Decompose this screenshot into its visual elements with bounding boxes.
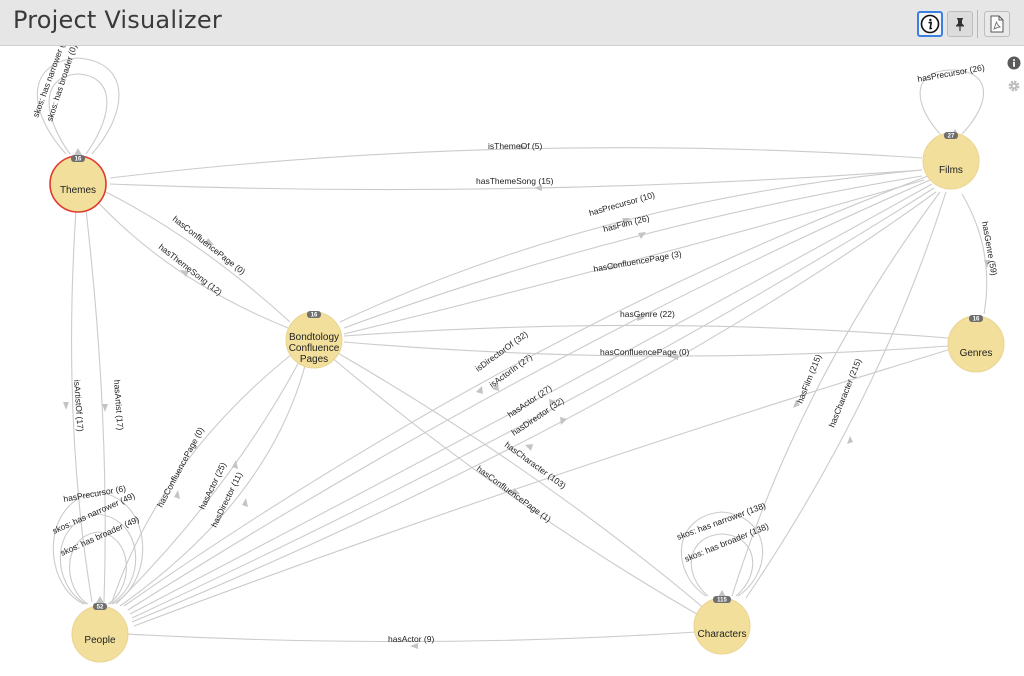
edge-label-people-confluence: hasConfluencePage (0) (155, 425, 206, 509)
edge-films-genre[interactable] (961, 193, 988, 315)
edge-label-films-character: hasCharacter (215) (827, 357, 864, 429)
info-button[interactable] (917, 11, 943, 37)
node-people-count: 52 (97, 605, 104, 611)
gear-icon (1008, 80, 1020, 92)
edge-themes-narrower[interactable] (36, 57, 120, 155)
node-characters-count: 115 (717, 598, 727, 604)
edge-label-chars-actor: hasActor (9) (388, 634, 434, 644)
info-circle-icon (920, 14, 940, 34)
edge-bond-film[interactable] (343, 175, 923, 329)
node-bondtology-label3: Pages (300, 354, 328, 365)
edge-label-bond-film: hasFilm (26) (602, 213, 650, 234)
edge-hasArtist[interactable] (85, 209, 106, 603)
node-genres-label: Genres (960, 348, 993, 359)
node-bondtology-label2: Confluence (289, 343, 340, 354)
edge-label-isThemeOf: isThemeOf (5) (488, 141, 542, 151)
edge-label-isArtistOf: isArtistOf (17) (72, 379, 86, 432)
edge-hasThemeSong-15[interactable] (109, 169, 923, 191)
node-characters[interactable]: 115 Characters (693, 596, 751, 655)
node-bondtology-count: 16 (311, 313, 318, 319)
edge-people-precursor[interactable] (52, 491, 144, 605)
edge-label-bond-character: hasCharacter (103) (503, 440, 568, 491)
edge-chars-actor[interactable] (125, 631, 697, 643)
edge-label-chars-film: hasFilm (215) (795, 353, 824, 405)
edge-bond-director[interactable] (119, 361, 307, 607)
toolbar-separator (977, 10, 978, 38)
edge-characters-confluence[interactable] (329, 355, 701, 617)
edge-label-hasArtist: hasArtist (17) (112, 379, 126, 430)
edge-label-films-precursor: hasPrecursor (26) (917, 62, 986, 84)
node-genres[interactable]: 16 Genres (947, 315, 1005, 373)
edge-themes-broader[interactable] (48, 73, 108, 155)
edge-themes-confluence[interactable] (105, 191, 291, 323)
edge-films-character[interactable] (745, 191, 947, 599)
edge-genres-people[interactable] (133, 349, 949, 627)
export-pdf-button[interactable] (984, 11, 1010, 37)
edge-isActorIn[interactable] (127, 179, 931, 611)
edge-people-broader[interactable] (69, 531, 127, 605)
edge-isArtistOf[interactable] (71, 209, 93, 603)
edge-bond-genre[interactable] (343, 324, 949, 339)
edge-label-bond-genre: hasGenre (22) (620, 309, 675, 319)
edge-bond-precursor[interactable] (339, 169, 923, 323)
node-bondtology[interactable]: 16 Bondtology Confluence Pages (285, 311, 343, 369)
edge-films-precursor[interactable] (919, 69, 985, 135)
edge-hasThemeSong-12[interactable] (95, 199, 289, 329)
edge-label-hasThemeSong-15: hasThemeSong (15) (476, 176, 554, 186)
edge-label-genres-confluence: hasConfluencePage (0) (600, 347, 689, 357)
app-header: Project Visualizer (0, 0, 1024, 46)
node-characters-label: Characters (698, 629, 747, 640)
edge-label-films-confluence: hasConfluencePage (3) (593, 249, 683, 274)
edge-films-extra[interactable] (131, 191, 937, 623)
pdf-icon (990, 15, 1004, 33)
node-people-label: People (84, 635, 116, 646)
edge-bond-actor[interactable] (115, 359, 301, 605)
graph-canvas[interactable]: skos: has narrower (0) skos: has broader… (0, 46, 1024, 676)
pin-button[interactable] (947, 11, 973, 37)
edge-bond-character[interactable] (335, 351, 707, 611)
node-themes[interactable]: 16 Themes (49, 155, 107, 213)
edge-isDirectorOf[interactable] (123, 175, 929, 607)
node-films[interactable]: 27 Films (922, 132, 980, 190)
app-title: Project Visualizer (13, 6, 222, 34)
edge-films-confluence[interactable] (343, 179, 925, 335)
edge-chars-narrower[interactable] (680, 511, 764, 597)
edge-chars-film[interactable] (731, 191, 941, 597)
edge-people-narrower[interactable] (59, 513, 137, 605)
node-genres-count: 16 (973, 317, 980, 323)
side-settings-button[interactable] (1005, 77, 1023, 95)
edge-films-actor[interactable] (129, 183, 933, 615)
edge-isThemeOf[interactable] (109, 147, 923, 179)
edge-films-director[interactable] (131, 187, 935, 619)
side-info-button[interactable] (1005, 54, 1023, 72)
node-bondtology-label1: Bondtology (289, 332, 339, 343)
pin-icon (956, 18, 964, 32)
edge-genres-confluence[interactable] (343, 341, 949, 357)
node-films-count: 27 (948, 134, 955, 140)
edge-chars-broader[interactable] (690, 533, 754, 597)
info-icon (1007, 56, 1021, 70)
node-people[interactable]: 52 People (71, 603, 129, 663)
edge-people-confluence[interactable] (111, 353, 293, 603)
node-themes-label: Themes (60, 185, 96, 196)
node-films-label: Films (939, 165, 963, 176)
node-themes-count: 16 (75, 157, 82, 163)
